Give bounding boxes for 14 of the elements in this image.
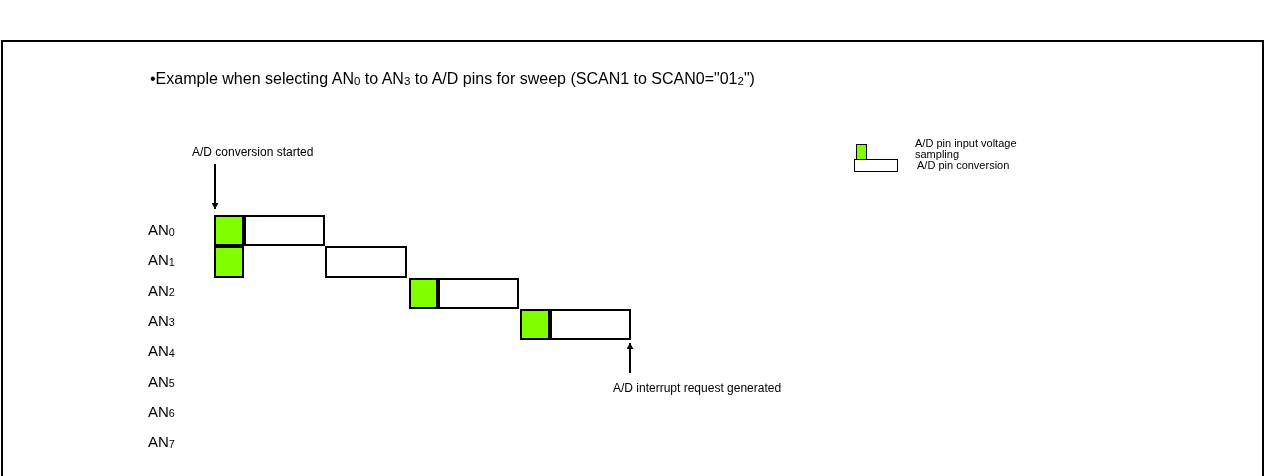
event-label: A/D interrupt request generated <box>613 381 782 395</box>
conversion-block <box>438 278 519 309</box>
sampling-block <box>214 215 244 246</box>
conversion-block <box>325 246 407 278</box>
conversion-block <box>550 309 631 340</box>
sampling-block <box>520 309 550 340</box>
sampling-block <box>214 246 244 278</box>
legend-label: A/D pin conversion <box>917 160 1011 171</box>
sampling-block <box>409 278 438 309</box>
legend-label: A/D pin input voltage sampling <box>915 138 1018 160</box>
conversion-block <box>244 215 325 246</box>
arrow <box>627 342 633 374</box>
arrow <box>212 163 218 210</box>
event-label: A/D conversion started <box>192 145 314 159</box>
